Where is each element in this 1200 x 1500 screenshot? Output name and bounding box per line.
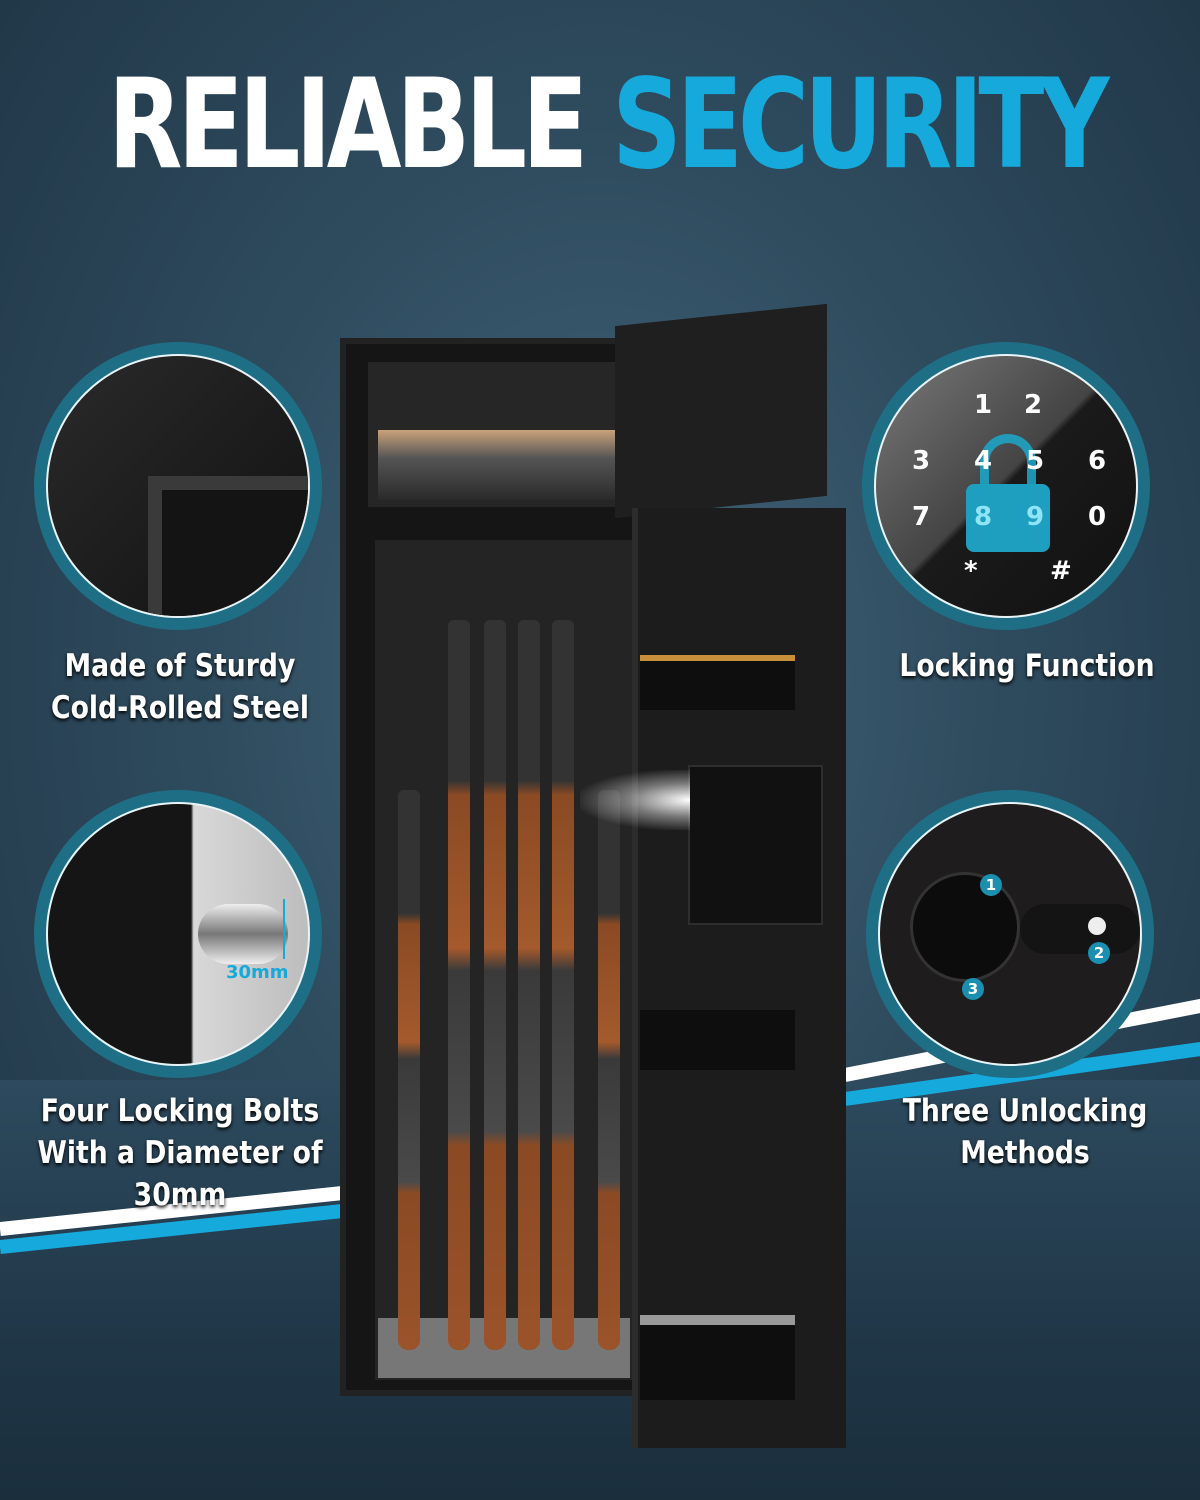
bolt-icon [198,904,288,964]
feature-circle-steel [34,342,322,630]
feature-circle-unlocking: 1 2 3 [866,790,1154,1078]
keypad-lock: 1 2 3 4 5 6 7 8 9 0 * # [874,354,1138,618]
keypad-key: 2 [1024,390,1043,420]
steel-corner-closeup [46,354,310,618]
led-light-beam [580,770,690,830]
magazines [378,430,618,500]
key-hole-icon [1088,917,1106,935]
headline: RELIABLE SECURITY [108,51,1110,197]
top-door-open [615,303,827,519]
keypad-key: 7 [912,502,931,532]
revolver-holder [640,1315,795,1400]
feature-circle-bolts: 30mm [34,790,322,1078]
feature-circle-locking: 1 2 3 4 5 6 7 8 9 0 * # [862,342,1150,630]
keypad-key: * [964,556,978,586]
rifle [484,620,506,1350]
marker-badge: 3 [962,978,984,1000]
keypad-key: 6 [1088,446,1107,476]
ammo-holder [640,655,795,710]
lock-panel: 1 2 3 [878,802,1142,1066]
dimension-line [283,899,285,959]
rifle [448,620,470,1350]
marker-badge: 1 [980,874,1002,896]
rifle [552,620,574,1350]
feature-caption-unlocking: Three Unlocking Methods [902,1093,1148,1171]
feature-caption-locking: Locking Function [899,648,1155,684]
feature-caption-bolts: Four Locking Bolts With a Diameter of 30… [37,1093,323,1213]
headline-word-1: RELIABLE [108,51,588,197]
keypad-key: 5 [1026,446,1045,476]
keypad-dial [910,872,1020,982]
keypad-key: 1 [974,390,993,420]
headline-word-2: SECURITY [612,51,1110,197]
pistol-mag-holder [640,1010,795,1070]
marker-badge: 2 [1088,942,1110,964]
keypad-key: 0 [1088,502,1107,532]
handle [1020,904,1140,954]
rifle [598,790,620,1350]
bolt-diameter-label: 30mm [226,962,289,983]
door-lock-box [688,765,823,925]
main-door-open [632,508,846,1448]
keypad-key: 8 [974,502,993,532]
keypad-key: # [1050,556,1072,586]
feature-caption-steel: Made of Sturdy Cold-Rolled Steel [51,648,309,726]
keypad-key: 3 [912,446,931,476]
locking-bolt-closeup: 30mm [46,802,310,1066]
keypad-key: 9 [1026,502,1045,532]
rifle [518,620,540,1350]
keypad-key: 4 [974,446,993,476]
rifle [398,790,420,1350]
